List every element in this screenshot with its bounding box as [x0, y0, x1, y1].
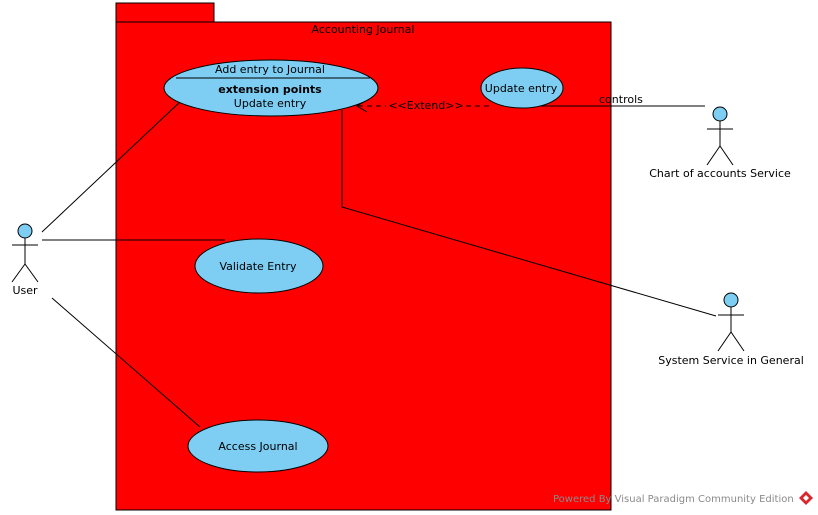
use-case-add-entry-ellipse	[163, 59, 379, 117]
use-case-add-entry-title: Add entry to Journal	[215, 63, 325, 76]
actor-chart-service-head-icon	[712, 106, 728, 122]
use-case-update-entry[interactable]: Update entry	[480, 67, 564, 109]
use-case-validate-entry-title: Validate Entry	[219, 260, 297, 273]
actor-user-left-leg	[11, 263, 26, 283]
actor-chart-service-left-leg	[706, 145, 721, 166]
system-boundary-tab	[115, 2, 215, 23]
use-case-access-journal-ellipse	[187, 419, 329, 473]
extend-label: <<Extend>>	[388, 99, 463, 112]
actor-system-service-name: System Service in General	[658, 354, 804, 367]
actor-chart-service-name: Chart of accounts Service	[649, 167, 791, 180]
actor-system-service-head-icon	[723, 292, 739, 308]
use-case-add-entry-extension-heading: extension points	[218, 83, 322, 96]
actor-user-right-leg	[24, 263, 39, 283]
use-case-add-entry-to-journal[interactable]: Add entry to Journal extension points Up…	[163, 59, 379, 117]
relationship-lines	[41, 99, 717, 428]
use-case-add-entry-extension-point: Update entry	[234, 97, 307, 110]
association-user-access-journal	[51, 297, 201, 428]
actor-system-service-left-leg	[717, 331, 732, 352]
association-user-add-entry	[41, 99, 183, 233]
actor-user-name: User	[12, 284, 38, 297]
use-case-validate-entry-ellipse	[194, 238, 324, 294]
use-case-update-entry-title: Update entry	[485, 82, 558, 95]
actor-system-service-in-general[interactable]	[717, 292, 745, 352]
use-case-validate-entry[interactable]: Validate Entry	[194, 238, 324, 294]
watermark-text: Powered By Visual Paradigm Community Edi…	[553, 494, 794, 505]
actor-system-service-right-leg	[730, 331, 745, 352]
controls-label: controls	[599, 93, 643, 106]
actor-user-head-icon	[17, 223, 33, 239]
use-case-access-journal-title: Access Journal	[218, 440, 297, 453]
actor-user[interactable]	[11, 223, 39, 283]
association-system-service-add-entry	[341, 110, 717, 317]
extend-label-background	[386, 98, 466, 112]
system-title: Accounting Journal	[312, 23, 415, 36]
visual-paradigm-logo-icon	[799, 491, 813, 505]
use-case-access-journal[interactable]: Access Journal	[187, 419, 329, 473]
actor-chart-service-right-leg	[719, 145, 734, 166]
use-case-update-entry-ellipse	[480, 67, 564, 109]
actor-chart-of-accounts-service[interactable]	[706, 106, 734, 166]
